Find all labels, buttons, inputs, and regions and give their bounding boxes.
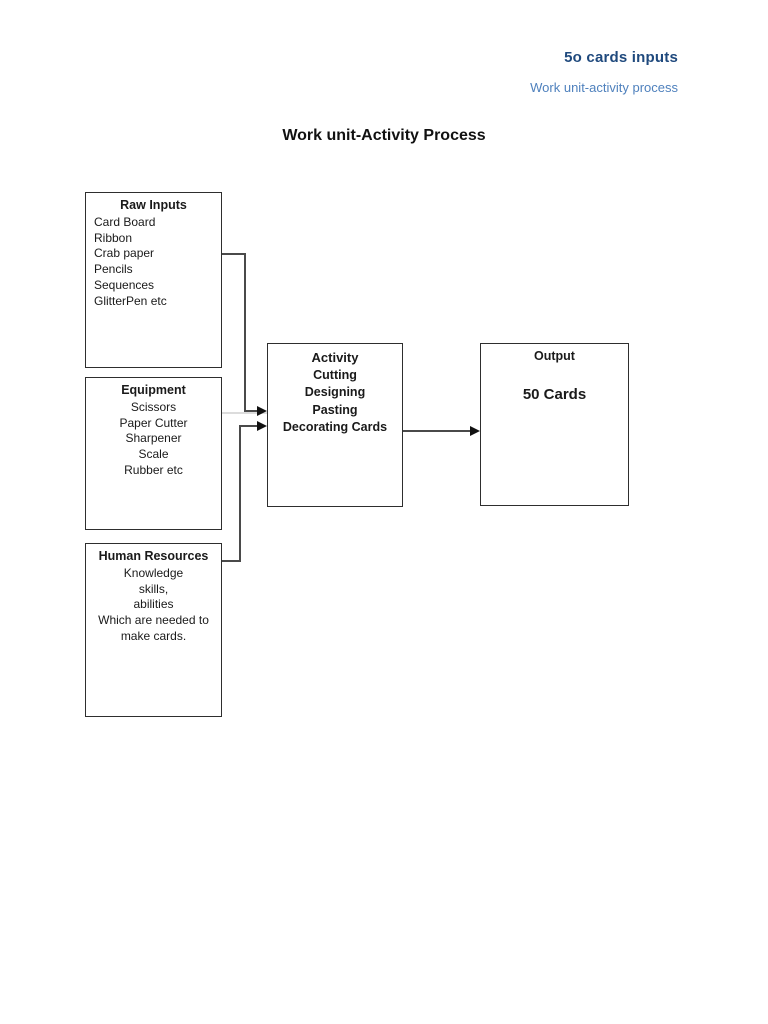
equipment-item: Scissors bbox=[130, 399, 177, 414]
equipment-title: Equipment bbox=[121, 383, 186, 397]
human-resources-item: abilities bbox=[133, 597, 174, 612]
raw-inputs-item: Pencils bbox=[94, 262, 133, 277]
equipment-item: Rubber etc bbox=[124, 462, 183, 477]
activity-item: Pasting bbox=[312, 402, 358, 417]
raw-inputs-box: Raw Inputs Card Board Ribbon Crab paper … bbox=[85, 192, 222, 368]
output-value: 50 Cards bbox=[522, 385, 587, 403]
connector-raw-activity bbox=[244, 410, 258, 412]
activity-item: Cutting bbox=[313, 367, 357, 382]
output-box: Output 50 Cards bbox=[480, 343, 629, 506]
human-resources-title: Human Resources bbox=[98, 549, 209, 563]
connector-equipment-activity bbox=[222, 412, 267, 414]
arrow-head-icon bbox=[470, 426, 480, 436]
activity-box: Activity Cutting Designing Pasting Decor… bbox=[267, 343, 403, 507]
human-resources-item: skills, bbox=[138, 581, 169, 596]
raw-inputs-item: Ribbon bbox=[94, 230, 133, 245]
page-header: 5o cards inputs Work unit-activity proce… bbox=[530, 49, 678, 95]
page-title: Work unit-Activity Process bbox=[282, 127, 486, 144]
raw-inputs-item: Crab paper bbox=[94, 246, 155, 261]
connector-hr-activity bbox=[239, 425, 258, 427]
human-resources-item: Which are needed to bbox=[98, 613, 209, 628]
raw-inputs-item: Sequences bbox=[94, 277, 155, 292]
activity-item: Designing bbox=[304, 385, 366, 400]
raw-inputs-item: GlitterPen etc bbox=[94, 293, 167, 308]
equipment-item: Scale bbox=[138, 447, 169, 462]
human-resources-box: Human Resources Knowledge skills, abilit… bbox=[85, 543, 222, 717]
human-resources-item: make cards. bbox=[120, 628, 187, 643]
connector-raw-activity bbox=[244, 253, 246, 412]
raw-inputs-title: Raw Inputs bbox=[120, 198, 187, 212]
connector-hr-activity bbox=[239, 426, 241, 562]
arrow-head-icon bbox=[257, 406, 267, 416]
raw-inputs-item: Card Board bbox=[94, 214, 156, 229]
equipment-item: Paper Cutter bbox=[119, 415, 188, 430]
connector-raw-activity bbox=[222, 253, 246, 255]
connector-activity-output bbox=[403, 430, 471, 432]
header-subtitle: Work unit-activity process bbox=[530, 80, 678, 95]
header-title: 5o cards inputs bbox=[564, 49, 678, 66]
human-resources-item: Knowledge bbox=[123, 565, 184, 580]
equipment-box: Equipment Scissors Paper Cutter Sharpene… bbox=[85, 377, 222, 530]
activity-title: Activity bbox=[311, 350, 359, 365]
output-title: Output bbox=[534, 349, 575, 363]
activity-item: Decorating Cards bbox=[282, 420, 388, 435]
arrow-head-icon bbox=[257, 421, 267, 431]
connector-hr-activity bbox=[222, 560, 241, 562]
equipment-item: Sharpener bbox=[125, 431, 182, 446]
